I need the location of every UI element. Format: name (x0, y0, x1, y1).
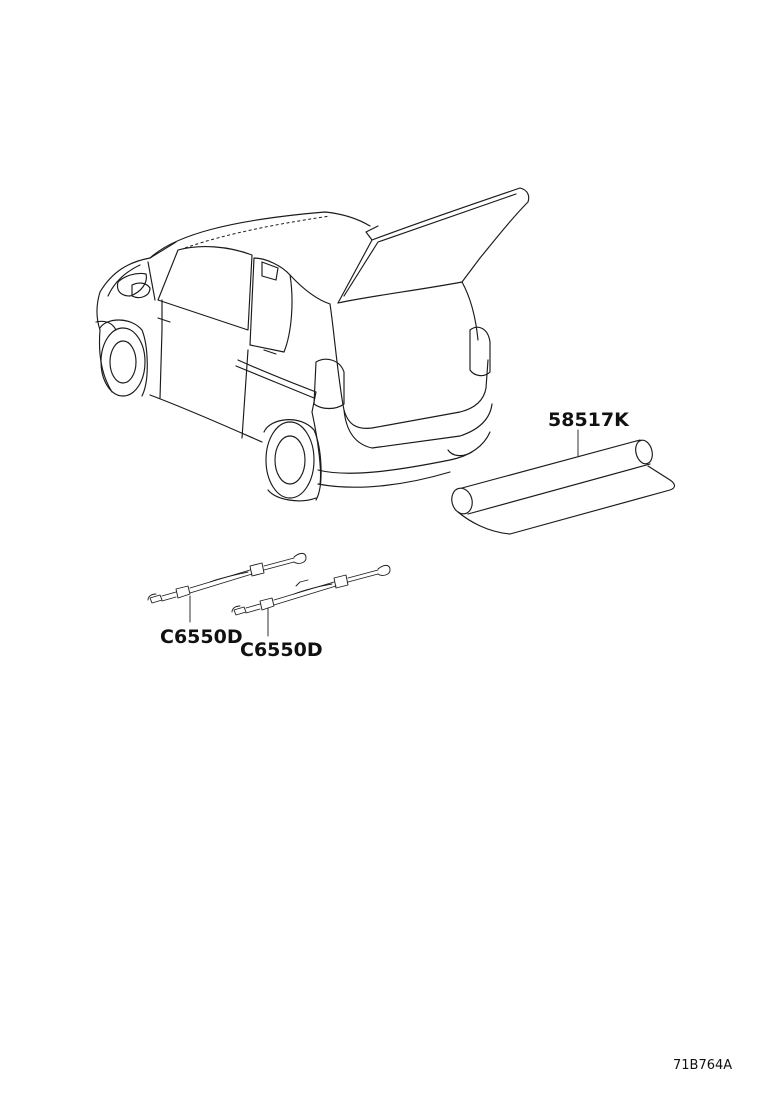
tie-down-strap-right (231, 564, 391, 616)
figure-code: 71B764A (673, 1058, 732, 1073)
callout-strap-left: C6550D (160, 626, 243, 648)
callout-mat: 58517K (548, 409, 630, 431)
vehicle-illustration (95, 187, 530, 502)
tie-down-strap-left (147, 552, 307, 604)
callout-strap-right: C6550D (240, 639, 323, 661)
cargo-mat-roll (451, 439, 676, 535)
